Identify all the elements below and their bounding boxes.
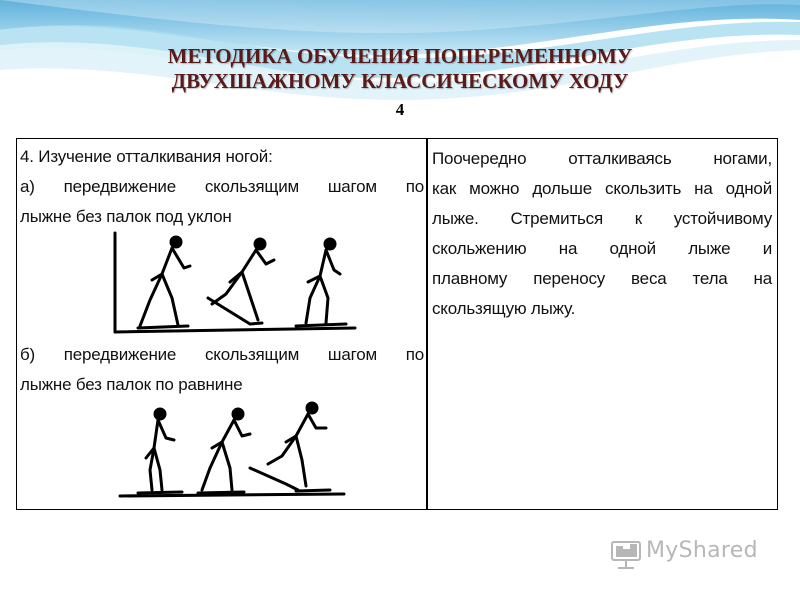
item-a-line-1: а) передвижение скользящим шагом по	[20, 177, 424, 196]
watermark-logo	[611, 541, 641, 569]
right-line-1: Поочередно отталкиваясь ногами,	[432, 149, 772, 168]
slide-title-line-1: МЕТОДИКА ОБУЧЕНИЯ ПОПЕРЕМЕННОМУ	[167, 44, 633, 68]
slide-title: МЕТОДИКА ОБУЧЕНИЯ ПОПЕРЕМЕННОМУ ДВУХШАЖН…	[70, 44, 730, 94]
right-line-3: лыже. Стремиться к устойчивому	[432, 209, 772, 228]
table-column-divider	[426, 138, 428, 510]
header-wave-decoration	[0, 0, 800, 135]
projector-screen-icon	[611, 541, 641, 569]
right-line-5: плавному переносу веса тела на	[432, 269, 772, 288]
left-column-text-top: 4. Изучение отталкивания ногой: а) перед…	[20, 142, 424, 232]
watermark-brand: MyShared	[646, 538, 758, 563]
skiers-downhill-illustration	[113, 231, 357, 334]
item-b-line-1: б) передвижение скользящим шагом по	[20, 345, 424, 364]
left-heading: 4. Изучение отталкивания ногой:	[20, 147, 273, 166]
right-column-text: Поочередно отталкиваясь ногами, как можн…	[432, 144, 772, 324]
right-line-2: как можно дольше скользить на одной	[432, 179, 772, 198]
right-line-4: скольжению на одной лыже и	[432, 239, 772, 258]
left-column-text-bottom: б) передвижение скользящим шагом по лыжн…	[20, 340, 424, 400]
item-a-line-2: лыжне без палок под уклон	[20, 207, 232, 226]
item-b-line-2: лыжне без палок по равнине	[20, 375, 243, 394]
skiers-flat-illustration	[118, 401, 346, 498]
slide-title-line-2: ДВУХШАЖНОМУ КЛАССИЧЕСКОМУ ХОДУ	[171, 69, 629, 93]
slide-number: 4	[395, 100, 405, 119]
right-line-6: скользящую лыжу.	[432, 299, 576, 318]
content-table	[16, 138, 778, 510]
